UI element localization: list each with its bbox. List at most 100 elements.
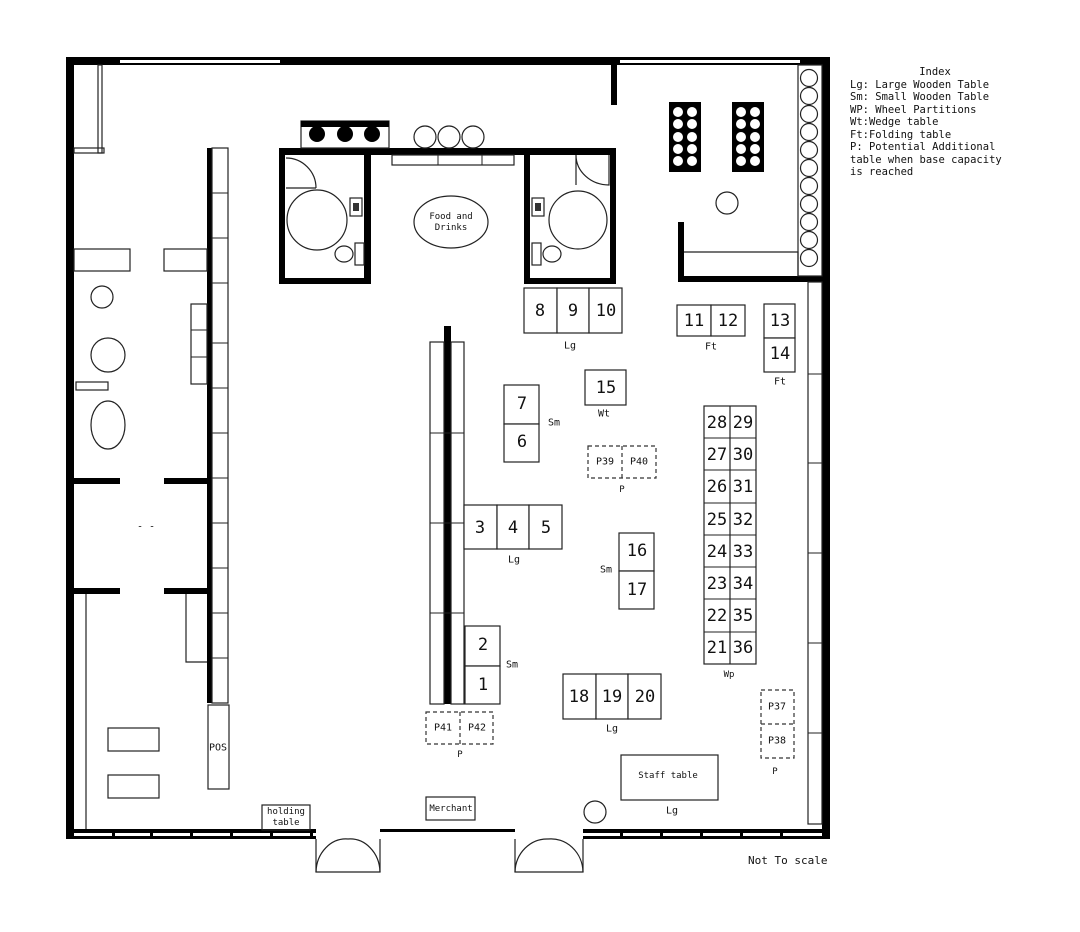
restroom-right-door[interactable] — [575, 154, 610, 186]
restroom-left-sink — [349, 197, 363, 217]
table-3 — [463, 504, 498, 550]
restroom-left-door[interactable] — [285, 157, 317, 189]
table-16-label: 16 — [627, 541, 647, 561]
table-22-label: 22 — [707, 606, 727, 626]
pos-counter[interactable] — [207, 704, 230, 790]
table-2 — [464, 625, 501, 667]
holding-label-1: holding — [267, 807, 305, 817]
table-11 — [676, 304, 712, 337]
bottom-wall-right-inner — [583, 836, 830, 839]
staff-table[interactable]: Staff table — [620, 754, 719, 801]
table-32-label: 32 — [733, 510, 753, 530]
tag-lg-bot: Lg — [606, 724, 618, 735]
staff-table-label: Staff table — [638, 771, 698, 781]
table-group-3-5[interactable]: 3 4 5 — [463, 504, 563, 550]
food-drinks-label-2: Drinks — [435, 223, 468, 233]
table-10 — [588, 287, 623, 334]
table-26-label: 26 — [707, 477, 727, 497]
top-wall-stub — [611, 65, 617, 105]
table-21-label: 21 — [707, 638, 727, 658]
table-1 — [464, 665, 501, 705]
table-group-18-20[interactable]: 18 19 20 — [562, 673, 662, 720]
tag-p-1: P — [619, 485, 625, 495]
right-room-round-table — [715, 191, 739, 215]
left-round-stool — [90, 285, 114, 309]
left-bench-3 — [107, 727, 160, 752]
table-34-label: 34 — [733, 574, 753, 594]
left-counter — [190, 303, 208, 385]
left-oval-table — [90, 400, 126, 450]
table-16 — [618, 532, 655, 572]
potential-tables-41-42[interactable]: P41 P42 — [425, 711, 494, 745]
potential-tables-39-40[interactable]: P39 P40 — [587, 445, 657, 479]
table-p42-label: P42 — [468, 723, 486, 734]
tag-lg-top: Lg — [564, 341, 576, 352]
left-bench-2 — [163, 248, 208, 272]
table-20-label: 20 — [635, 687, 655, 707]
central-shelf-dividers — [430, 432, 464, 614]
left-wall-seg-1 — [74, 478, 120, 484]
legend-item-lg: Lg: Large Wooden Table — [850, 78, 990, 91]
food-drinks-area[interactable] — [413, 195, 489, 249]
table-9-label: 9 — [568, 301, 578, 321]
tag-p-3: P — [772, 767, 778, 777]
legend-title: Index — [919, 66, 951, 78]
left-wall-seg-3 — [74, 588, 120, 594]
restroom-left-right-wall — [364, 148, 371, 284]
table-group-16-17[interactable]: 16 17 — [618, 532, 655, 610]
table-23-label: 23 — [707, 574, 727, 594]
bottom-wall-mid — [380, 829, 515, 832]
tag-sm-2: Sm — [600, 565, 612, 576]
table-group-8-10[interactable]: 8 9 10 — [523, 287, 623, 334]
table-group-13-14[interactable]: 13 14 — [763, 303, 796, 373]
table-35-label: 35 — [733, 606, 753, 626]
table-p37-label: P37 — [768, 702, 786, 713]
table-36-label: 36 — [733, 638, 753, 658]
tag-sm-1: Sm — [548, 418, 560, 429]
table-4-label: 4 — [508, 518, 518, 538]
table-13-label: 13 — [770, 311, 790, 331]
left-dash-label: - - — [137, 522, 155, 533]
table-15[interactable]: 15 — [584, 369, 627, 406]
tag-lg-staff: Lg — [666, 806, 678, 817]
restroom-right-bottom-wall — [524, 278, 616, 284]
table-p41-label: P41 — [434, 723, 452, 734]
table-2-label: 2 — [478, 635, 488, 655]
table-33-label: 33 — [733, 542, 753, 562]
tag-p-2: P — [457, 750, 463, 760]
table-15-label: 15 — [596, 378, 616, 398]
restroom-right-fixture — [548, 190, 608, 250]
left-bench-4 — [107, 774, 160, 799]
table-p40-label: P40 — [630, 457, 648, 468]
table-19 — [595, 673, 629, 720]
left-shelf-unit — [75, 381, 109, 391]
table-4 — [496, 504, 530, 550]
right-room-left-wall — [678, 222, 684, 282]
scale-note: Not To scale — [748, 854, 828, 867]
legend: Index Lg: Large Wooden Table Sm: Small W… — [850, 66, 1020, 179]
table-18-label: 18 — [569, 687, 589, 707]
entrance-doors[interactable] — [315, 838, 584, 873]
table-17-label: 17 — [627, 580, 647, 600]
table-14 — [763, 337, 796, 373]
table-13 — [763, 303, 796, 339]
table-28-label: 28 — [707, 413, 727, 433]
merchant-table[interactable] — [425, 796, 476, 821]
table-14-label: 14 — [770, 344, 790, 364]
table-group-1-2[interactable]: 2 1 — [464, 625, 501, 705]
table-group-11-12[interactable]: 11 12 — [676, 304, 746, 337]
wheel-partition-tables-21-36[interactable]: 28 29 27 30 26 31 25 32 24 33 23 34 22 3… — [703, 405, 757, 665]
restroom-right-toilet — [542, 245, 562, 263]
central-partition — [444, 326, 451, 704]
holding-table[interactable] — [261, 804, 311, 831]
window-top-left — [120, 60, 280, 63]
potential-tables-37-38[interactable]: P37 P38 — [760, 689, 795, 759]
table-group-6-7[interactable]: 7 6 — [503, 384, 540, 463]
restroom-left-bottom-wall — [279, 278, 371, 284]
right-room-table-2 — [732, 102, 764, 172]
left-wall-seg-2 — [164, 478, 207, 484]
table-1-label: 1 — [478, 675, 488, 695]
left-sill — [73, 147, 105, 154]
table-18 — [562, 673, 597, 720]
